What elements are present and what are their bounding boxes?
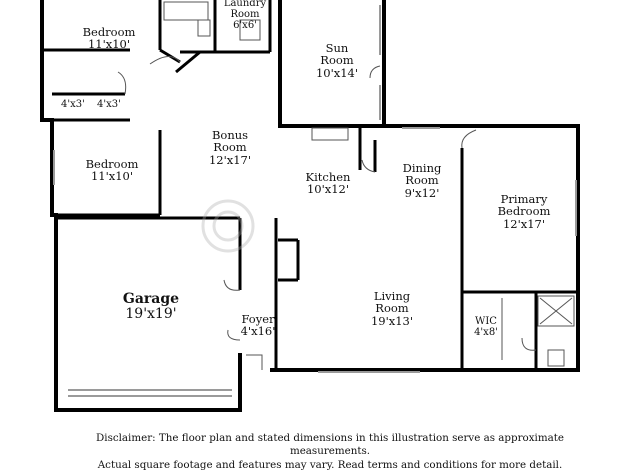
room-garage: Garage 19'x19' xyxy=(104,291,198,323)
room-dimensions: 19'x19' xyxy=(125,306,177,323)
room-name: Living xyxy=(373,289,411,303)
room-dimensions: 11'x10' xyxy=(90,169,134,184)
interior-walls xyxy=(42,0,578,370)
disclaimer: Disclaimer: The floor plan and stated di… xyxy=(60,432,600,472)
room-dimensions: 4'x16' xyxy=(240,324,276,339)
room-name-line2: Room xyxy=(375,301,409,316)
room-dimensions: 12'x17' xyxy=(208,152,252,167)
exterior-walls xyxy=(40,0,580,412)
room-dimensions: 6'x6' xyxy=(233,19,257,31)
room-name: Garage xyxy=(122,291,180,307)
closet-a: 4'x3' xyxy=(61,99,85,110)
room-kitchen: Kitchen 10'x12' xyxy=(292,171,364,196)
room-foyer: Foyer 4'x16' xyxy=(236,313,280,338)
room-dimensions: 10'x12' xyxy=(306,182,350,197)
room-name: Sun xyxy=(325,41,349,55)
door-swings xyxy=(117,56,537,370)
room-bedroom-top: Bedroom 11'x10' xyxy=(70,26,148,51)
room-name-line2: Room xyxy=(320,53,354,68)
room-sun-room: Sun Room 10'x14' xyxy=(300,41,374,80)
room-name-line2: Room xyxy=(230,8,260,20)
room-dimensions: 10'x14' xyxy=(315,65,359,80)
room-name-line2: Bedroom xyxy=(497,204,551,219)
room-name-line2: Room xyxy=(213,140,247,155)
closet-b: 4'x3' xyxy=(97,99,121,110)
room-dimensions: 19'x13' xyxy=(370,313,414,328)
room-name: Laundry xyxy=(223,0,267,9)
room-dimensions: 11'x10' xyxy=(87,37,131,52)
room-laundry: Laundry Room 6'x6' xyxy=(214,0,276,31)
room-name: Dining xyxy=(402,161,442,175)
floor-plan-drawing xyxy=(40,0,580,412)
room-name: Primary xyxy=(500,192,548,206)
room-bedroom-mid: Bedroom 11'x10' xyxy=(72,158,152,183)
disclaimer-line-1: Disclaimer: The floor plan and stated di… xyxy=(96,432,564,458)
room-primary-bedroom: Primary Bedroom 12'x17' xyxy=(486,192,562,231)
room-name: Bedroom xyxy=(85,157,139,171)
room-name: Kitchen xyxy=(305,170,351,184)
room-living-room: Living Room 19'x13' xyxy=(354,289,430,328)
room-dimensions: 4'x8' xyxy=(474,326,498,338)
room-bonus-room: Bonus Room 12'x17' xyxy=(192,128,268,167)
watermark-logo xyxy=(201,199,255,253)
windows xyxy=(53,5,577,397)
room-dining-room: Dining Room 9'x12' xyxy=(386,161,458,200)
room-name: Foyer xyxy=(241,312,275,326)
room-name: WIC xyxy=(475,316,497,327)
room-name-line2: Room xyxy=(405,173,439,188)
room-name: Bedroom xyxy=(82,25,136,39)
fixtures xyxy=(163,1,575,367)
floor-plan: Bedroom 11'x10' Laundry Room 6'x6' Sun R… xyxy=(40,0,580,471)
room-wic: WIC 4'x8' xyxy=(466,316,506,339)
disclaimer-line-2: Actual square footage and features may v… xyxy=(97,458,563,471)
room-dimensions: 12'x17' xyxy=(502,216,546,231)
room-name: Bonus xyxy=(211,128,249,142)
room-dimensions: 9'x12' xyxy=(404,185,440,200)
